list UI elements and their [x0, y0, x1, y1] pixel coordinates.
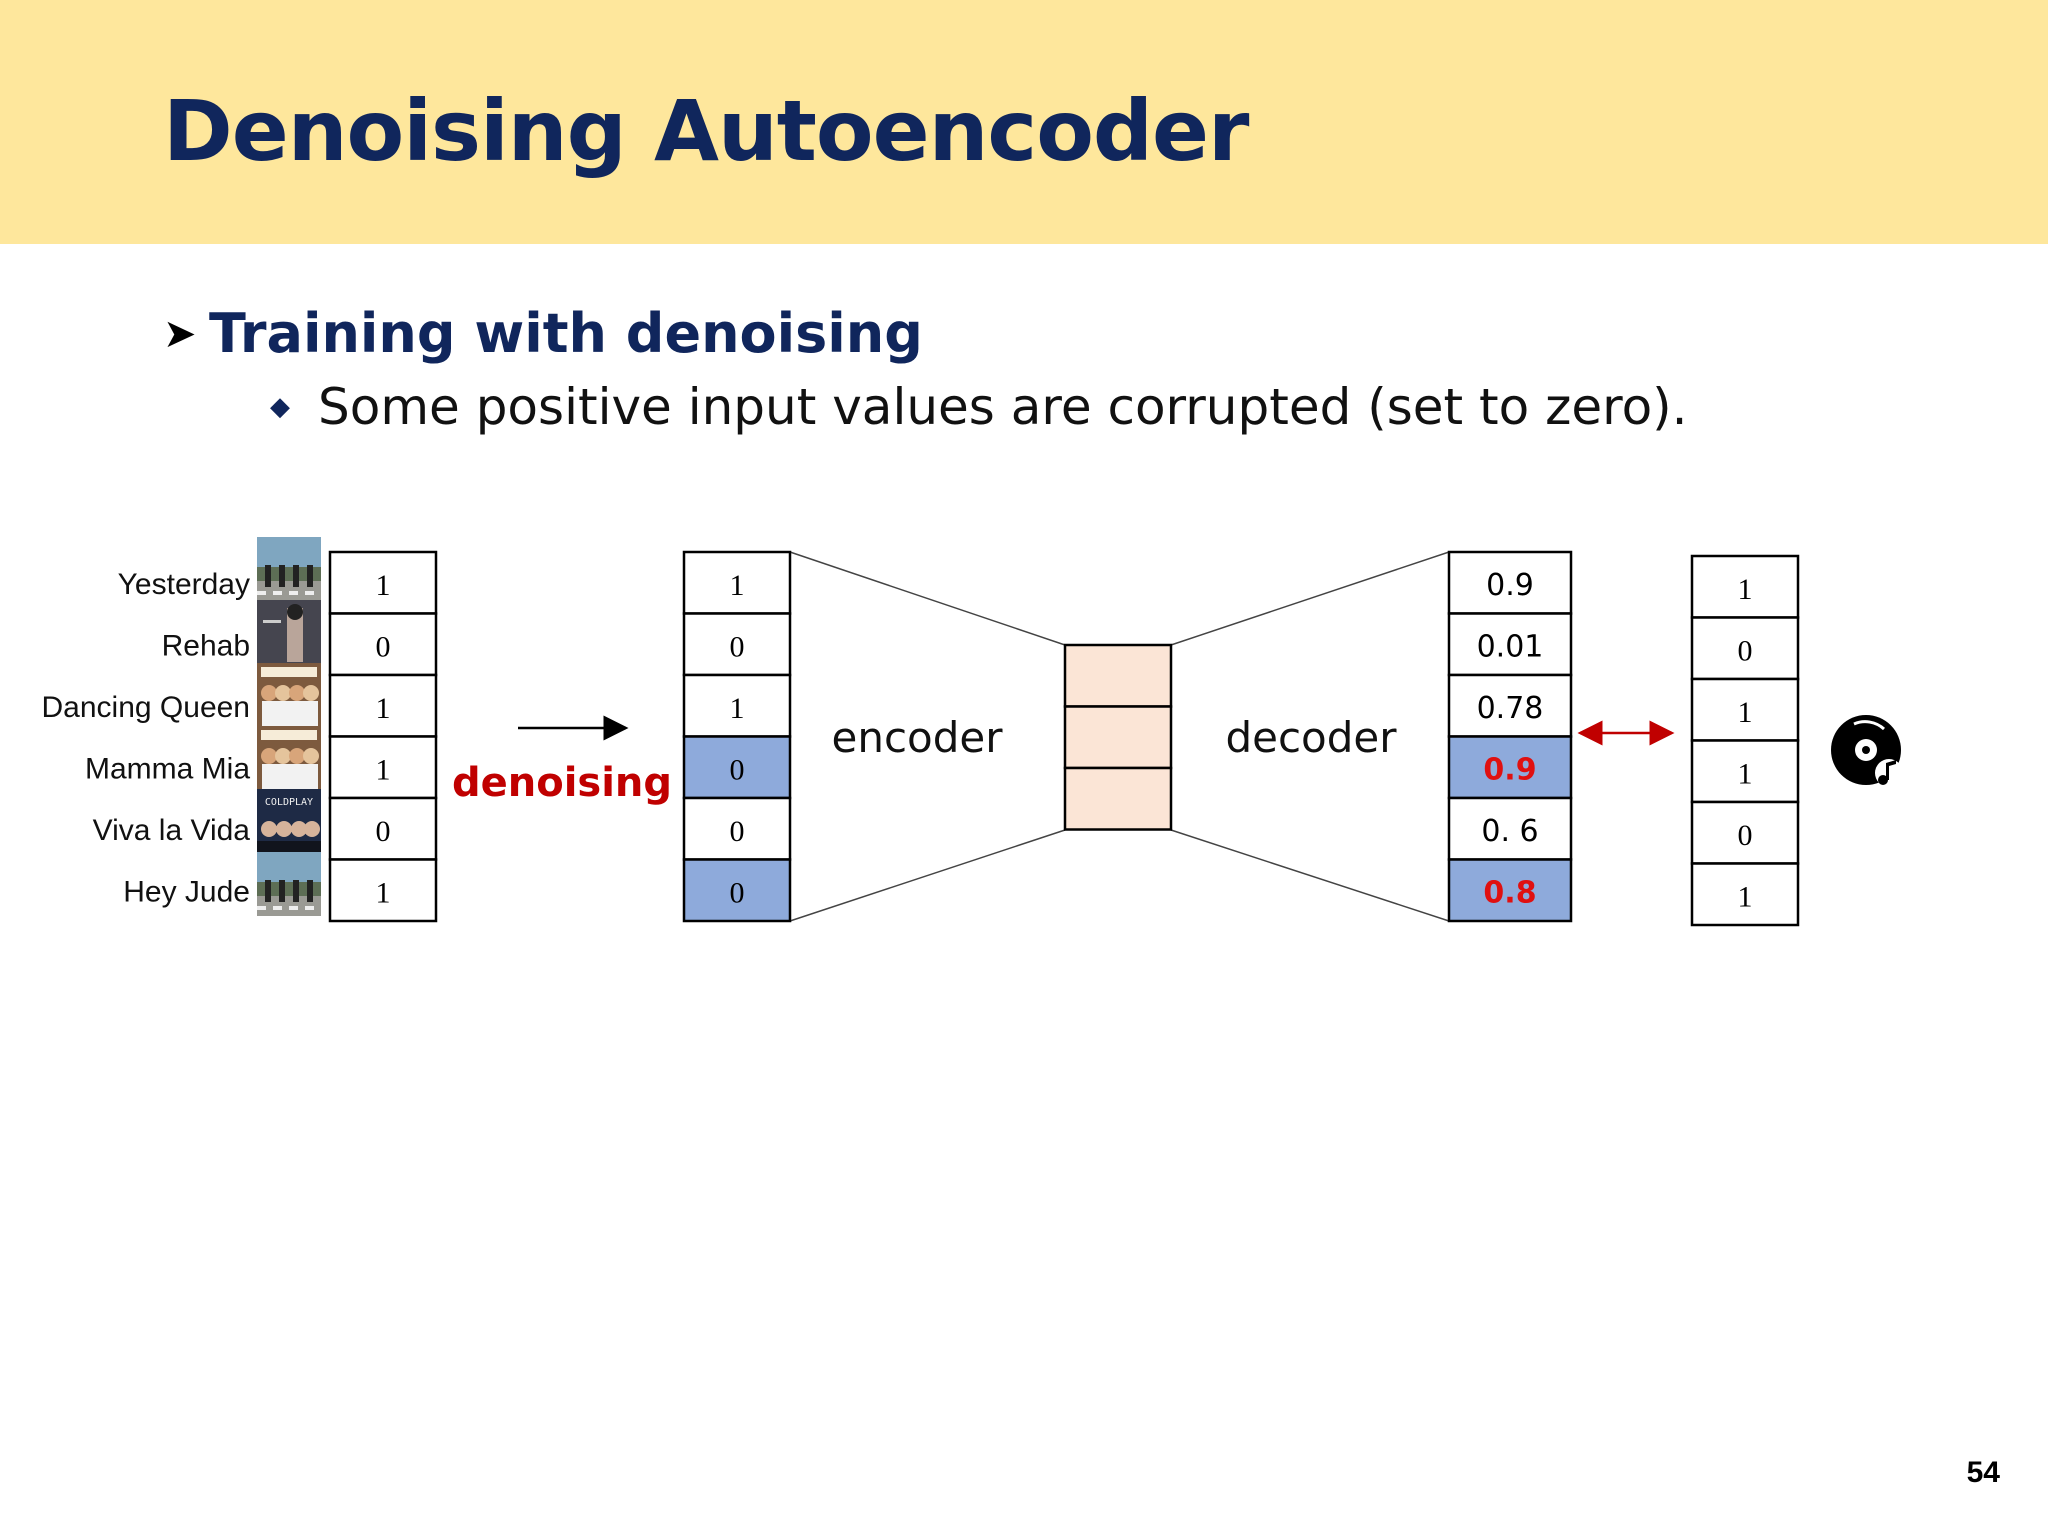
vector-cell — [1690, 800, 1800, 865]
vector-cell — [1447, 796, 1573, 861]
bullet-level-2-text: Some positive input values are corrupted… — [318, 378, 1688, 436]
album-cover-image — [257, 600, 321, 664]
vector-cell — [328, 858, 438, 923]
vector-value: 1 — [376, 569, 391, 602]
vector-cell — [1690, 862, 1800, 927]
corrupted-input-vector: 1 0 1 0 0 0 — [682, 550, 792, 923]
vector-cell — [328, 796, 438, 861]
vector-cell — [1447, 735, 1573, 800]
vector-cell — [328, 550, 438, 615]
vector-value: 0.8 — [1483, 875, 1536, 910]
vector-cell — [1690, 677, 1800, 742]
album-cover-text: COLDPLAY — [265, 797, 313, 808]
vector-cell — [1447, 673, 1573, 738]
song-label: Viva la Vida — [93, 814, 251, 847]
album-cover-image — [257, 537, 321, 601]
vector-value: 0 — [376, 630, 391, 663]
autoencoder-funnel-lines — [789, 551, 1450, 922]
vector-value: 0 — [376, 815, 391, 848]
vector-cell — [682, 550, 792, 615]
bullet-level-1-text: Training with denoising — [209, 302, 923, 365]
song-label: Rehab — [162, 630, 250, 663]
latent-cell — [1063, 643, 1173, 708]
header-band — [0, 0, 2048, 244]
vector-cell — [1690, 554, 1800, 619]
denoising-label: denoising — [452, 760, 672, 806]
album-cover-image — [257, 726, 321, 790]
vector-cell — [328, 612, 438, 677]
latent-cell — [1063, 766, 1173, 831]
diamond-bullet-icon: ◆ — [270, 392, 290, 422]
vector-value: 1 — [730, 692, 745, 725]
album-cover-image: COLDPLAY — [257, 789, 321, 853]
output-vector: 0.9 0.01 0.78 0.9 0. 6 0.8 — [1447, 550, 1573, 923]
bullet-level-2: ◆ Some positive input values are corrupt… — [266, 378, 1688, 436]
album-cover-image — [257, 663, 321, 727]
vector-value: 1 — [1738, 573, 1753, 606]
arrowhead-bullet-icon: ➤ — [163, 310, 197, 357]
vector-value: 0 — [730, 815, 745, 848]
latent-cell — [1063, 705, 1173, 770]
bullet-level-1: ➤ Training with denoising — [163, 302, 923, 365]
page-number: 54 — [1966, 1456, 2000, 1489]
vector-value: 0.01 — [1477, 629, 1544, 664]
vector-cell — [328, 735, 438, 800]
vector-value: 1 — [730, 569, 745, 602]
vector-cell — [682, 858, 792, 923]
vector-value: 0 — [730, 876, 745, 909]
vector-value: 1 — [1738, 757, 1753, 790]
album-cover-list: COLDPLAY — [257, 537, 321, 916]
vector-cell — [1447, 858, 1573, 923]
vector-value: 1 — [376, 876, 391, 909]
vector-value: 0.9 — [1486, 568, 1534, 603]
vector-value: 1 — [376, 753, 391, 786]
vector-cell — [682, 673, 792, 738]
vector-cell — [1447, 612, 1573, 677]
target-vector: 1 0 1 1 0 1 — [1690, 554, 1800, 927]
funnel-line — [789, 829, 1066, 922]
vector-cell — [682, 612, 792, 677]
song-label: Yesterday — [118, 568, 250, 601]
music-disc-icon — [1831, 715, 1903, 787]
vector-value: 0 — [730, 753, 745, 786]
song-label: Hey Jude — [123, 876, 250, 909]
latent-code — [1063, 643, 1173, 831]
vector-value: 1 — [1738, 880, 1753, 913]
vector-value: 1 — [376, 692, 391, 725]
funnel-line — [1170, 551, 1450, 646]
input-vector: 1 0 1 1 0 1 — [328, 550, 438, 923]
vector-value: 0.9 — [1483, 752, 1536, 787]
vector-cell — [1690, 616, 1800, 681]
slide-title: Denoising Autoencoder — [163, 82, 1249, 180]
vector-value: 1 — [1738, 696, 1753, 729]
vector-value: 0.78 — [1477, 691, 1544, 726]
encoder-label: encoder — [831, 713, 1003, 762]
vector-value: 0 — [1738, 634, 1753, 667]
funnel-line — [1170, 829, 1450, 922]
album-cover-image — [257, 852, 321, 916]
song-label: Mamma Mia — [85, 753, 250, 786]
vector-value: 0. 6 — [1481, 814, 1538, 849]
decoder-label: decoder — [1225, 713, 1397, 762]
vector-value: 0 — [1738, 819, 1753, 852]
vector-cell — [682, 796, 792, 861]
funnel-line — [789, 551, 1066, 646]
vector-value: 0 — [730, 630, 745, 663]
song-label: Dancing Queen — [42, 691, 250, 724]
